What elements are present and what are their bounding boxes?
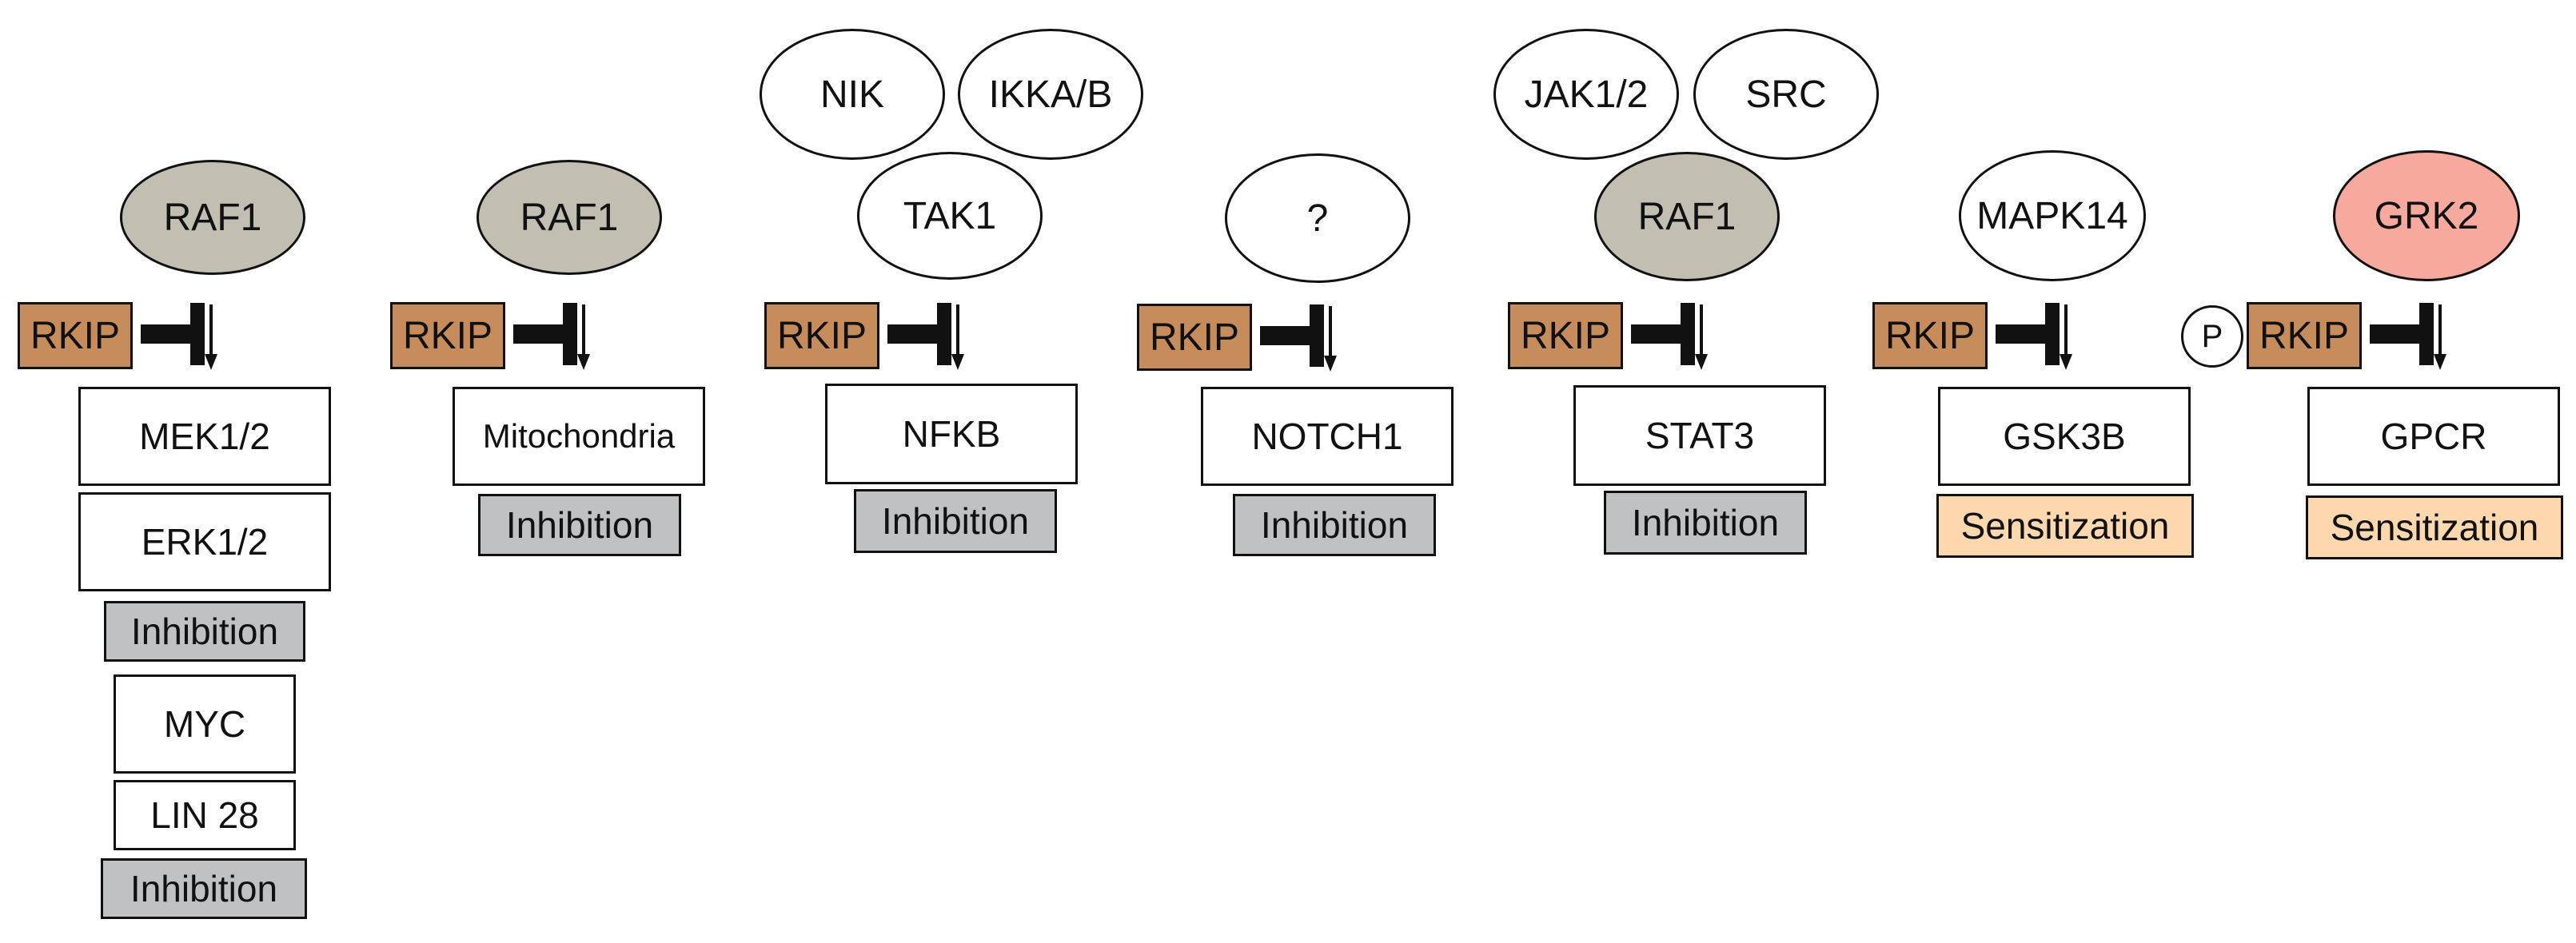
inhibition-tag: Inhibition: [1604, 491, 1807, 555]
inhibition-label: Inhibition: [130, 611, 279, 652]
rkip-box: RKIP: [2247, 302, 2362, 369]
erk12-label: ERK1/2: [141, 521, 269, 563]
gsk3b-label: GSK3B: [2003, 416, 2126, 457]
mapk14-oval: MAPK14: [1959, 150, 2146, 281]
gpcr-box: GPCR: [2307, 387, 2560, 486]
rkip-label: RKIP: [776, 314, 867, 357]
unknown-oval: ?: [1225, 153, 1410, 283]
stat3-box: STAT3: [1573, 385, 1826, 486]
rkip-box: RKIP: [1137, 304, 1252, 371]
nik-oval: NIK: [760, 29, 945, 160]
inhibition-tag: Inhibition: [1233, 494, 1436, 556]
ikka-b-oval: IKKA/B: [958, 29, 1143, 160]
lin28-box: LIN 28: [114, 780, 296, 850]
inhibit-activate-symbol: [2370, 303, 2446, 370]
inhibition-label: Inhibition: [881, 500, 1030, 542]
src-oval: SRC: [1693, 29, 1879, 160]
mitochondria-label: Mitochondria: [482, 417, 676, 455]
raf1-label: RAF1: [163, 196, 262, 239]
nfkb-label: NFKB: [902, 413, 1001, 455]
rkip-box: RKIP: [390, 302, 505, 369]
inhibit-activate-symbol: [1631, 303, 1708, 370]
jak12-label: JAK1/2: [1524, 73, 1649, 116]
raf1-oval: RAF1: [120, 160, 305, 275]
inhibition-tag: Inhibition: [101, 858, 307, 919]
mek12-label: MEK1/2: [139, 416, 270, 457]
gpcr-label: GPCR: [2380, 416, 2487, 457]
raf1-oval: RAF1: [477, 160, 662, 275]
rkip-label: RKIP: [1884, 314, 1976, 357]
rkip-box: RKIP: [764, 302, 879, 369]
mek12-box: MEK1/2: [78, 387, 331, 486]
rkip-box: RKIP: [1872, 302, 1988, 369]
src-label: SRC: [1745, 73, 1827, 116]
inhibition-label: Inhibition: [130, 868, 278, 909]
unknown-label: ?: [1306, 197, 1329, 240]
inhibit-activate-symbol: [141, 303, 217, 370]
inhibition-label: Inhibition: [1631, 502, 1780, 543]
raf1-label: RAF1: [520, 196, 619, 239]
rkip-label: RKIP: [2259, 314, 2350, 357]
notch1-box: NOTCH1: [1201, 387, 1453, 486]
tak1-label: TAK1: [903, 194, 997, 237]
phospho-label: P: [2201, 318, 2223, 354]
notch1-label: NOTCH1: [1251, 416, 1403, 457]
rkip-label: RKIP: [1520, 314, 1611, 357]
inhibit-activate-symbol: [1260, 304, 1337, 372]
inhibition-label: Inhibition: [505, 504, 654, 546]
raf1-label: RAF1: [1637, 195, 1737, 238]
inhibit-activate-symbol: [1996, 303, 2072, 370]
grk2-label: GRK2: [2374, 194, 2479, 237]
nfkb-box: NFKB: [825, 384, 1078, 484]
inhibition-tag: Inhibition: [854, 489, 1057, 553]
sensitization-label: Sensitization: [1960, 505, 2170, 547]
myc-box: MYC: [114, 674, 296, 774]
rkip-label: RKIP: [402, 314, 493, 357]
grk2-oval: GRK2: [2333, 150, 2520, 281]
mitochondria-box: Mitochondria: [453, 387, 705, 486]
sensitization-label: Sensitization: [2330, 507, 2539, 548]
nik-label: NIK: [819, 73, 884, 116]
raf1-oval: RAF1: [1594, 152, 1780, 281]
sensitization-tag: Sensitization: [2306, 495, 2563, 559]
mapk14-label: MAPK14: [1976, 194, 2128, 237]
inhibition-tag: Inhibition: [104, 601, 305, 662]
inhibit-activate-symbol: [513, 303, 590, 370]
erk12-box: ERK1/2: [78, 492, 331, 591]
tak1-oval: TAK1: [857, 152, 1043, 280]
inhibit-activate-symbol: [887, 303, 964, 370]
jak12-oval: JAK1/2: [1493, 29, 1679, 160]
rkip-box: RKIP: [18, 302, 133, 369]
myc-label: MYC: [163, 703, 246, 745]
stat3-label: STAT3: [1645, 415, 1755, 456]
phospho-circle: P: [2181, 305, 2243, 368]
inhibition-label: Inhibition: [1260, 504, 1409, 546]
inhibition-tag: Inhibition: [478, 494, 681, 556]
rkip-label: RKIP: [30, 314, 121, 357]
sensitization-tag: Sensitization: [1936, 494, 2194, 558]
gsk3b-box: GSK3B: [1938, 387, 2191, 486]
rkip-box: RKIP: [1508, 302, 1623, 369]
lin28-label: LIN 28: [150, 794, 259, 836]
ikka-b-label: IKKA/B: [988, 73, 1113, 116]
rkip-label: RKIP: [1149, 316, 1240, 359]
